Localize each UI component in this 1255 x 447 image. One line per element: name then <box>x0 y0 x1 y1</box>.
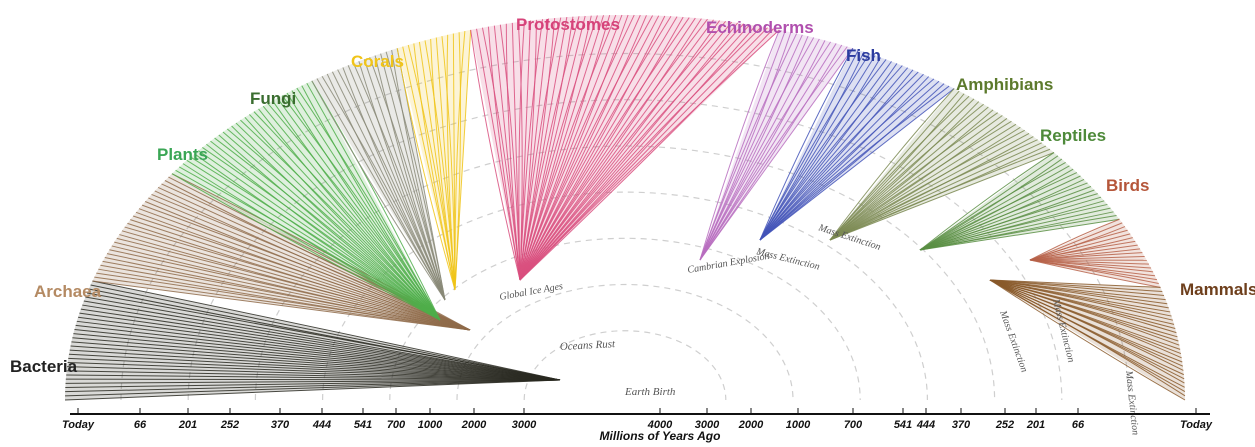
axis-tick-label: 2000 <box>738 419 764 431</box>
axis-tick-label: 66 <box>134 419 147 431</box>
axis-title: Millions of Years Ago <box>600 429 721 443</box>
axis-tick-label: Today <box>1180 419 1213 431</box>
amphibians-label: Amphibians <box>956 75 1053 94</box>
axis-tick-label: 201 <box>1026 419 1045 431</box>
mass-extinction-5-label: Mass Extinction <box>1123 369 1141 436</box>
axis-tick-label: 66 <box>1072 419 1085 431</box>
axis-tick-label: 541 <box>894 419 912 431</box>
corals-label: Corals <box>351 52 404 71</box>
axis-tick-label: 700 <box>844 419 863 431</box>
axis-tick-label: 541 <box>354 419 372 431</box>
axis-tick-label: Today <box>62 419 95 431</box>
axis-tick-label: 1000 <box>418 419 443 431</box>
axis-tick-label: 201 <box>178 419 197 431</box>
axis-tick-label: 370 <box>271 419 290 431</box>
axis-tick-label: 370 <box>952 419 971 431</box>
protostomes-label: Protostomes <box>516 15 620 34</box>
oceans-rust-label: Oceans Rust <box>560 338 617 353</box>
plants-label: Plants <box>157 145 208 164</box>
echinoderms-label: Echinoderms <box>706 18 814 37</box>
axis-tick-label: 252 <box>220 419 239 431</box>
fungi-label: Fungi <box>250 89 296 108</box>
axis-tick-label: 444 <box>916 419 935 431</box>
axis-tick-label: 1000 <box>786 419 811 431</box>
reptiles-label: Reptiles <box>1040 126 1106 145</box>
fish-label: Fish <box>846 46 881 65</box>
axis-ticks: Today66201252370444541700100020003000400… <box>62 408 1213 431</box>
birds-label: Birds <box>1106 176 1149 195</box>
earth-birth-label: Earth Birth <box>624 386 676 398</box>
axis-tick-label: 444 <box>312 419 331 431</box>
axis-tick-label: 252 <box>995 419 1014 431</box>
global-ice-ages-label: Global Ice Ages <box>499 281 564 303</box>
mass-extinction-3-label: Mass Extinction <box>997 308 1030 374</box>
time-ring <box>457 285 793 401</box>
archaea-label: Archaea <box>34 282 102 301</box>
axis-tick-label: 3000 <box>512 419 537 431</box>
bacteria-label: Bacteria <box>10 357 78 376</box>
axis-tick-label: 700 <box>387 419 406 431</box>
mammals-label: Mammals <box>1180 280 1255 299</box>
time-axis: Today66201252370444541700100020003000400… <box>62 408 1213 443</box>
axis-tick-label: 2000 <box>461 419 487 431</box>
